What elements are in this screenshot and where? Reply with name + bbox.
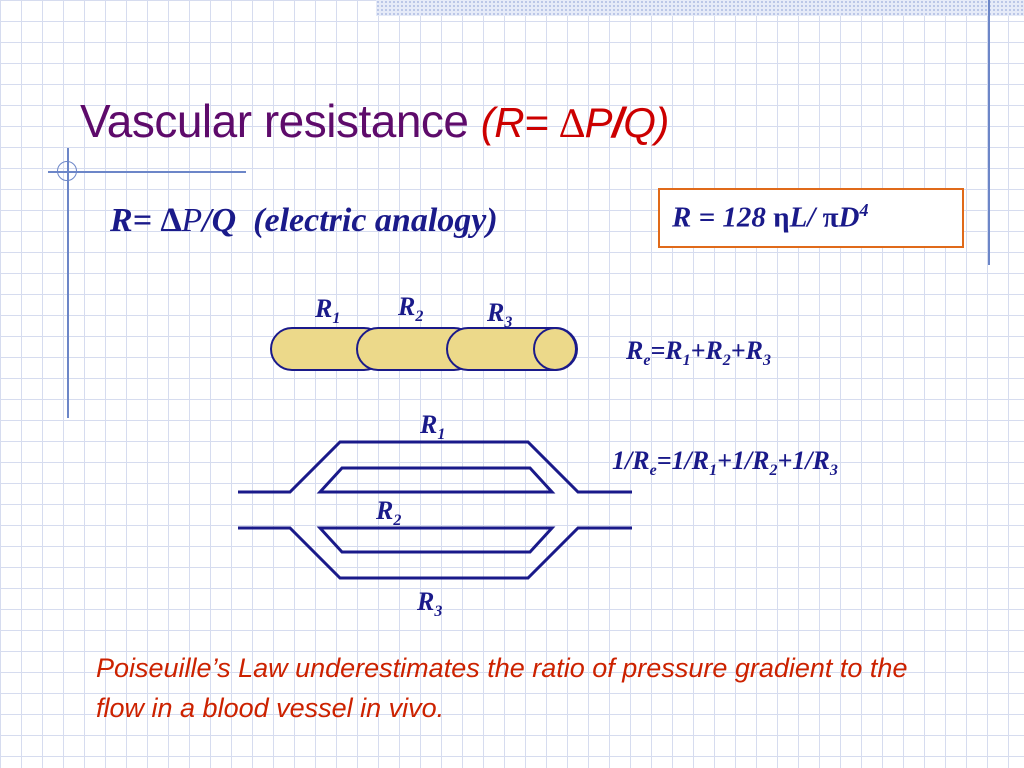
poiseuille-note: Poiseuille’s Law underestimates the rati… bbox=[96, 653, 908, 723]
series-r1-base: R bbox=[315, 294, 333, 323]
formula-eta: η bbox=[773, 201, 790, 234]
formula-lhs: R = 128 bbox=[672, 201, 774, 234]
analogy-q: /Q bbox=[202, 202, 237, 239]
analogy-r: R= bbox=[110, 202, 161, 239]
parallel-vessels bbox=[238, 440, 632, 580]
formula-exp: 4 bbox=[859, 200, 869, 220]
analogy-line: R= ∆P/Q (electric analogy) bbox=[110, 202, 498, 240]
series-label-r3: R3 bbox=[487, 298, 512, 332]
poiseuille-formula-box: R = 128 ηL/ πD4 bbox=[658, 188, 964, 248]
series-r1-sub: 1 bbox=[332, 310, 341, 328]
parallel-eq-b: =1/R bbox=[656, 446, 710, 475]
analogy-note: (electric analogy) bbox=[253, 202, 498, 239]
series-eq-s2: 2 bbox=[722, 352, 731, 370]
parallel-outer-bottom bbox=[238, 526, 632, 580]
parallel-eq-a-sub: e bbox=[649, 462, 657, 480]
title-q: Q) bbox=[623, 99, 669, 146]
series-equation: Re=R1+R2+R3 bbox=[626, 336, 771, 370]
series-r2-sub: 2 bbox=[415, 308, 424, 326]
series-eq-s3: 3 bbox=[762, 352, 771, 370]
decor-vertical-right bbox=[988, 0, 990, 265]
series-label-r2: R2 bbox=[398, 292, 423, 326]
formula-pi: π bbox=[822, 201, 839, 234]
title-delta: ∆ bbox=[559, 101, 585, 147]
title-p: P bbox=[584, 99, 613, 146]
title-formula-open: (R= bbox=[480, 99, 560, 146]
series-label-r1: R1 bbox=[315, 294, 340, 328]
analogy-delta: ∆ bbox=[160, 202, 182, 239]
series-tube-end bbox=[533, 327, 577, 371]
parallel-r2-sub: 2 bbox=[393, 512, 402, 530]
title-formula: (R= ∆P/Q) bbox=[480, 99, 670, 147]
parallel-r3-sub: 3 bbox=[434, 603, 443, 621]
series-r3-base: R bbox=[487, 298, 505, 327]
series-eq-re-sub: e bbox=[643, 352, 651, 370]
slide-title: Vascular resistance (R= ∆P/Q) bbox=[80, 94, 669, 148]
series-r3-sub: 3 bbox=[504, 314, 513, 332]
parallel-r3-base: R bbox=[417, 587, 435, 616]
series-eq-r2: +R bbox=[690, 336, 723, 365]
parallel-r1-base: R bbox=[420, 410, 438, 439]
parallel-r2-base: R bbox=[376, 496, 394, 525]
parallel-label-r2: R2 bbox=[376, 496, 401, 530]
parallel-outer-top bbox=[238, 440, 632, 494]
parallel-label-r3: R3 bbox=[417, 587, 442, 621]
series-eq-r1: =R bbox=[650, 336, 683, 365]
parallel-eq-d: +1/R bbox=[777, 446, 830, 475]
formula-d: D bbox=[838, 201, 860, 234]
parallel-eq-s2: 2 bbox=[769, 462, 778, 480]
parallel-equation: 1/Re=1/R1+1/R2+1/R3 bbox=[612, 446, 838, 480]
series-tubes bbox=[270, 327, 578, 371]
parallel-eq-s1: 1 bbox=[709, 462, 718, 480]
title-main: Vascular resistance bbox=[80, 95, 469, 147]
series-eq-s1: 1 bbox=[682, 352, 691, 370]
series-r2-base: R bbox=[398, 292, 416, 321]
parallel-eq-a: 1/R bbox=[612, 446, 650, 475]
decor-circle bbox=[57, 161, 77, 181]
formula-l: L/ bbox=[789, 201, 823, 234]
parallel-vessel-2 bbox=[316, 526, 556, 554]
analogy-p: P bbox=[181, 202, 203, 239]
parallel-eq-c: +1/R bbox=[717, 446, 770, 475]
decor-horizontal bbox=[48, 171, 246, 173]
parallel-eq-s3: 3 bbox=[829, 462, 838, 480]
parallel-vessel-1 bbox=[316, 466, 556, 494]
series-eq-re: R bbox=[626, 336, 644, 365]
parallel-r1-sub: 1 bbox=[437, 426, 446, 444]
top-banner bbox=[376, 0, 1024, 16]
series-eq-r3: +R bbox=[730, 336, 763, 365]
parallel-label-r1: R1 bbox=[420, 410, 445, 444]
decor-vertical-left bbox=[67, 148, 69, 418]
title-slash: / bbox=[612, 99, 624, 146]
